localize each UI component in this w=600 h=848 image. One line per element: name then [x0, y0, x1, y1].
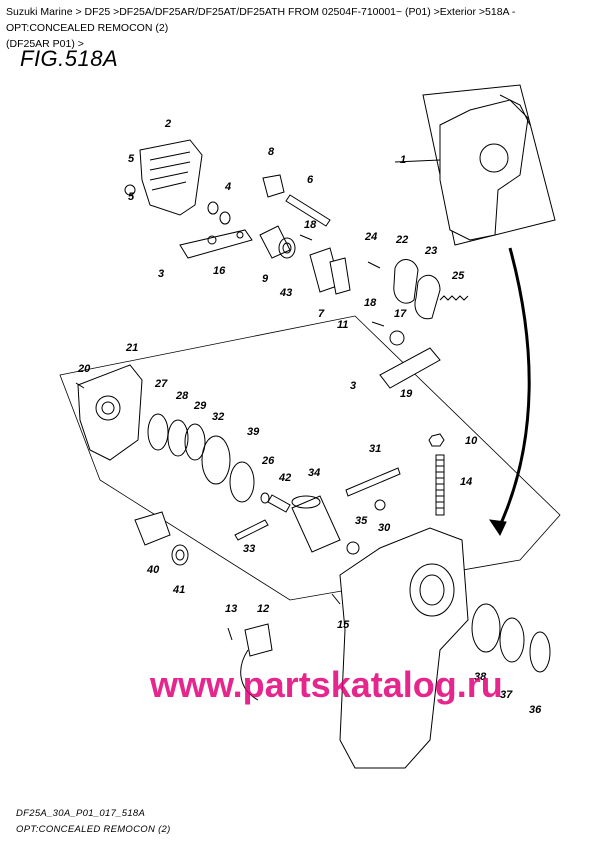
callout-40: 40: [146, 564, 160, 576]
part-37: [499, 617, 525, 663]
callout-31: 31: [369, 443, 381, 455]
part-1-body: [439, 99, 529, 241]
callout-11: 11: [337, 319, 348, 331]
part-6: [285, 194, 331, 227]
part-25: [439, 295, 469, 301]
part-16: [179, 229, 253, 259]
callout-19: 19: [400, 388, 413, 400]
part-8: [262, 174, 285, 198]
part-40: [134, 511, 171, 546]
part-38: [471, 603, 501, 653]
part-11: [329, 257, 351, 295]
part-23: [414, 274, 441, 320]
callout-3a: 3: [158, 268, 164, 280]
watermark-text: www.partskatalog.ru: [150, 664, 503, 705]
callout-14: 14: [460, 476, 472, 488]
callout-16: 16: [213, 265, 226, 277]
assembly-arrow: [496, 247, 531, 531]
part-28: [167, 419, 189, 457]
callout-18b: 18: [304, 219, 317, 231]
callout-1: 1: [400, 154, 406, 166]
callout-36: 36: [529, 704, 542, 716]
part-33: [234, 519, 269, 541]
callout-35: 35: [355, 515, 368, 527]
footer-code: DF25A_30A_P01_017_518A: [16, 808, 146, 819]
callout-4: 4: [224, 181, 231, 193]
callout-20: 20: [77, 363, 91, 375]
breadcrumb[interactable]: Suzuki Marine > DF25 >DF25A/DF25AR/DF25A…: [6, 4, 596, 52]
callout-13: 13: [225, 603, 237, 615]
part-36: [529, 631, 551, 673]
callout-41: 41: [172, 584, 185, 596]
callout-5a: 5: [128, 153, 135, 165]
callout-29: 29: [193, 400, 207, 412]
callout-24: 24: [364, 231, 377, 243]
callout-2: 2: [164, 118, 171, 130]
breadcrumb-line-2[interactable]: (DF25AR P01) >: [6, 38, 84, 50]
part-32: [201, 435, 231, 485]
callout-25: 25: [451, 270, 465, 282]
part-21: [77, 364, 143, 461]
callout-37: 37: [500, 689, 513, 701]
callout-labels: 1 2 3 4 5 6 7 8 9 10 11 12 13 14 15 16 1…: [77, 118, 542, 716]
part-14: [435, 454, 445, 516]
footer-caption: OPT:CONCEALED REMOCON (2): [16, 824, 171, 835]
callout-18: 18: [364, 297, 377, 309]
main-housing: [339, 527, 469, 769]
callout-26: 26: [261, 455, 275, 467]
part-12: [244, 623, 273, 657]
callout-9: 9: [262, 273, 269, 285]
callout-23: 23: [424, 245, 437, 257]
part-19: [379, 347, 441, 389]
part-29: [184, 423, 206, 461]
callout-39: 39: [247, 426, 260, 438]
callout-34: 34: [308, 467, 320, 479]
breadcrumb-line-1[interactable]: Suzuki Marine > DF25 >DF25A/DF25AR/DF25A…: [6, 6, 516, 34]
callout-5b: 5: [128, 191, 135, 203]
callout-17: 17: [394, 308, 407, 320]
callout-10: 10: [465, 435, 478, 447]
callout-27: 27: [154, 378, 168, 390]
part-39: [229, 461, 255, 503]
part-41: [171, 544, 189, 566]
callout-30: 30: [378, 522, 391, 534]
callout-32: 32: [212, 411, 224, 423]
figure-title: FIG.518A: [20, 46, 119, 71]
callout-7: 7: [318, 308, 325, 320]
callout-28: 28: [175, 390, 189, 402]
callout-42: 42: [278, 472, 291, 484]
part-31: [345, 467, 401, 497]
part-42: [267, 494, 291, 513]
callout-21: 21: [125, 342, 138, 354]
callout-15: 15: [337, 619, 350, 631]
callout-12: 12: [257, 603, 269, 615]
subassembly-frame: [59, 315, 561, 601]
callout-8: 8: [268, 146, 275, 158]
callout-38: 38: [474, 671, 487, 683]
part-34: [291, 495, 341, 553]
part-22: [393, 259, 419, 304]
callout-33: 33: [243, 543, 255, 555]
part-2: [139, 139, 203, 216]
callout-43: 43: [279, 287, 292, 299]
callout-22: 22: [395, 234, 408, 246]
callout-6: 6: [307, 174, 314, 186]
callout-3b: 3: [350, 380, 356, 392]
part-9: [259, 225, 291, 259]
part-27: [147, 413, 169, 451]
